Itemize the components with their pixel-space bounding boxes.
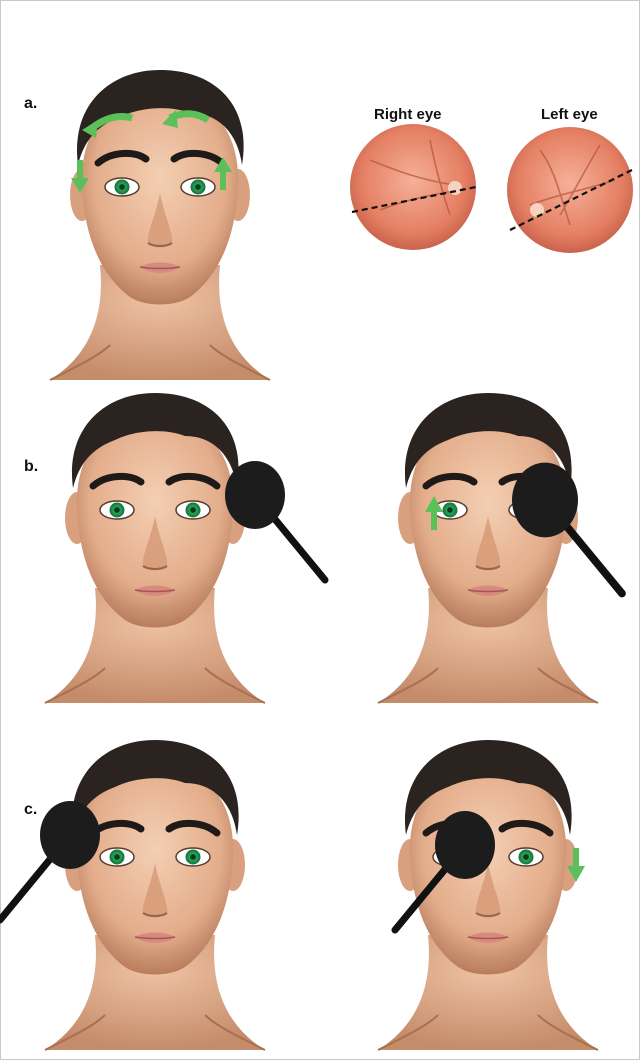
face-b-left [45,393,265,703]
panel-label-b: b. [24,458,38,476]
right-eye-label: Right eye [374,106,442,123]
face-a [50,70,270,380]
right-eye-fundus [350,124,476,250]
left-eye-fundus [507,127,633,253]
face-c-right [378,740,598,1050]
face-b-right [378,393,598,703]
panel-label-c: c. [24,801,37,819]
occluder-b-left [225,461,325,580]
panel-label-a: a. [24,95,37,113]
left-eye-label: Left eye [541,106,598,123]
face-c-left [45,740,265,1050]
